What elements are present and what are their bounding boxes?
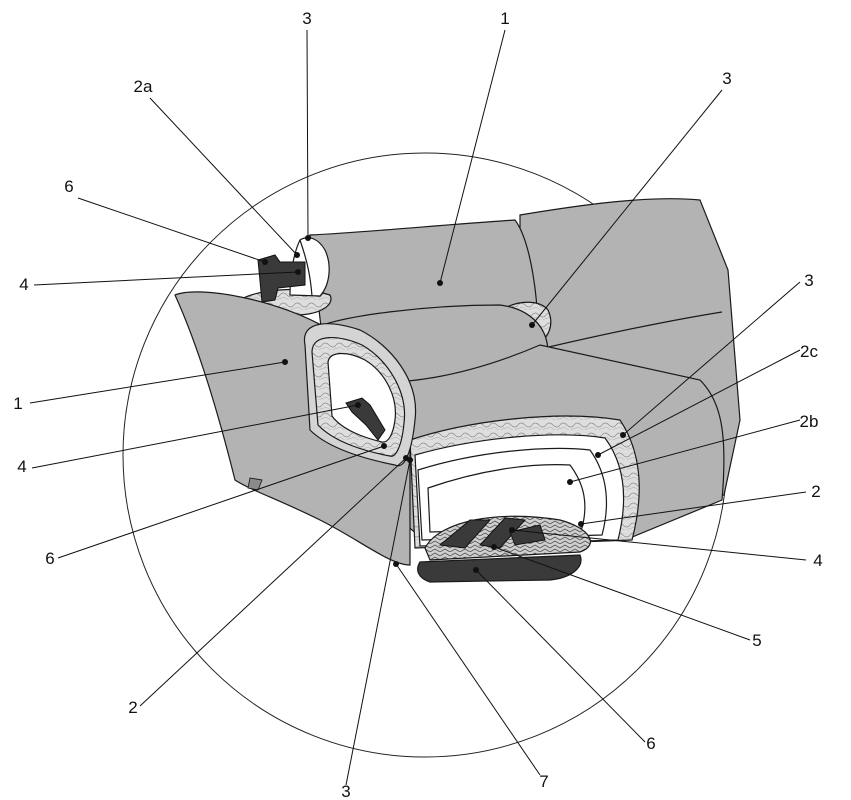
leader-line — [149, 97, 298, 256]
seat-strap-1 — [438, 519, 492, 549]
callout-label: 7 — [539, 772, 548, 791]
base-frame — [417, 554, 582, 583]
seat-strap-3 — [509, 524, 546, 546]
leader-dot — [294, 252, 300, 258]
sofa-foot — [247, 477, 263, 491]
callout-label: 3 — [341, 782, 350, 800]
leader-line — [493, 546, 751, 641]
callout-label: 2b — [800, 412, 819, 431]
callout-label: 5 — [752, 631, 761, 650]
leader-line — [622, 281, 801, 436]
leader-line — [29, 361, 286, 404]
leader-line — [345, 459, 411, 786]
leader-line — [511, 529, 807, 561]
callout-label: 2a — [134, 77, 153, 96]
leader-line — [395, 563, 541, 776]
seat-foam-core — [427, 464, 586, 533]
leader-dot — [491, 544, 497, 550]
leader-dot — [407, 457, 413, 463]
leader-dot — [529, 322, 535, 328]
leader-dot — [437, 280, 443, 286]
callout-labels: 1 3 2a 3 6 4 1 3 2c 2b 4 6 2 4 5 2 3 7 6 — [13, 9, 822, 800]
leader-line — [580, 491, 807, 525]
leader-dot — [567, 479, 573, 485]
leader-line — [33, 271, 299, 286]
callout-label: 6 — [45, 549, 54, 568]
callout-label: 4 — [813, 551, 822, 570]
leader-line — [77, 197, 266, 263]
leader-line — [531, 89, 723, 326]
callout-label: 3 — [722, 69, 731, 88]
top-corner-fiber-edge — [299, 239, 313, 297]
leader-dot — [473, 567, 479, 573]
leader-dot — [381, 443, 387, 449]
callout-label: 1 — [13, 394, 22, 413]
leader-line — [306, 29, 309, 239]
callout-label: 2 — [811, 482, 820, 501]
top-corner-block — [257, 254, 306, 303]
leader-line — [475, 569, 646, 743]
callout-label: 1 — [500, 9, 509, 28]
callout-label: 4 — [19, 275, 28, 294]
leader-dot — [620, 432, 626, 438]
leader-dot — [393, 561, 399, 567]
callout-label: 3 — [302, 9, 311, 28]
callout-label: 2c — [800, 342, 818, 361]
leader-lines — [29, 29, 807, 786]
leader-line — [597, 349, 801, 456]
leader-dot — [578, 521, 584, 527]
callout-label: 2 — [128, 698, 137, 717]
leader-line — [439, 29, 506, 284]
callout-label: 6 — [64, 177, 73, 196]
leader-dot — [509, 527, 515, 533]
leader-dot — [355, 402, 361, 408]
leader-dot — [262, 259, 268, 265]
left-arm-block — [345, 397, 386, 441]
leader-dot — [295, 269, 301, 275]
callout-label: 4 — [17, 457, 26, 476]
leader-line — [569, 419, 801, 483]
leader-dot — [282, 359, 288, 365]
leader-dots — [262, 235, 626, 573]
leader-line — [31, 404, 359, 469]
callout-label: 3 — [804, 271, 813, 290]
leader-line — [57, 445, 385, 559]
callout-label: 6 — [646, 734, 655, 753]
leader-dot — [595, 452, 601, 458]
leader-dot — [305, 235, 311, 241]
right-back-seam — [535, 311, 723, 351]
leader-line — [139, 457, 407, 707]
